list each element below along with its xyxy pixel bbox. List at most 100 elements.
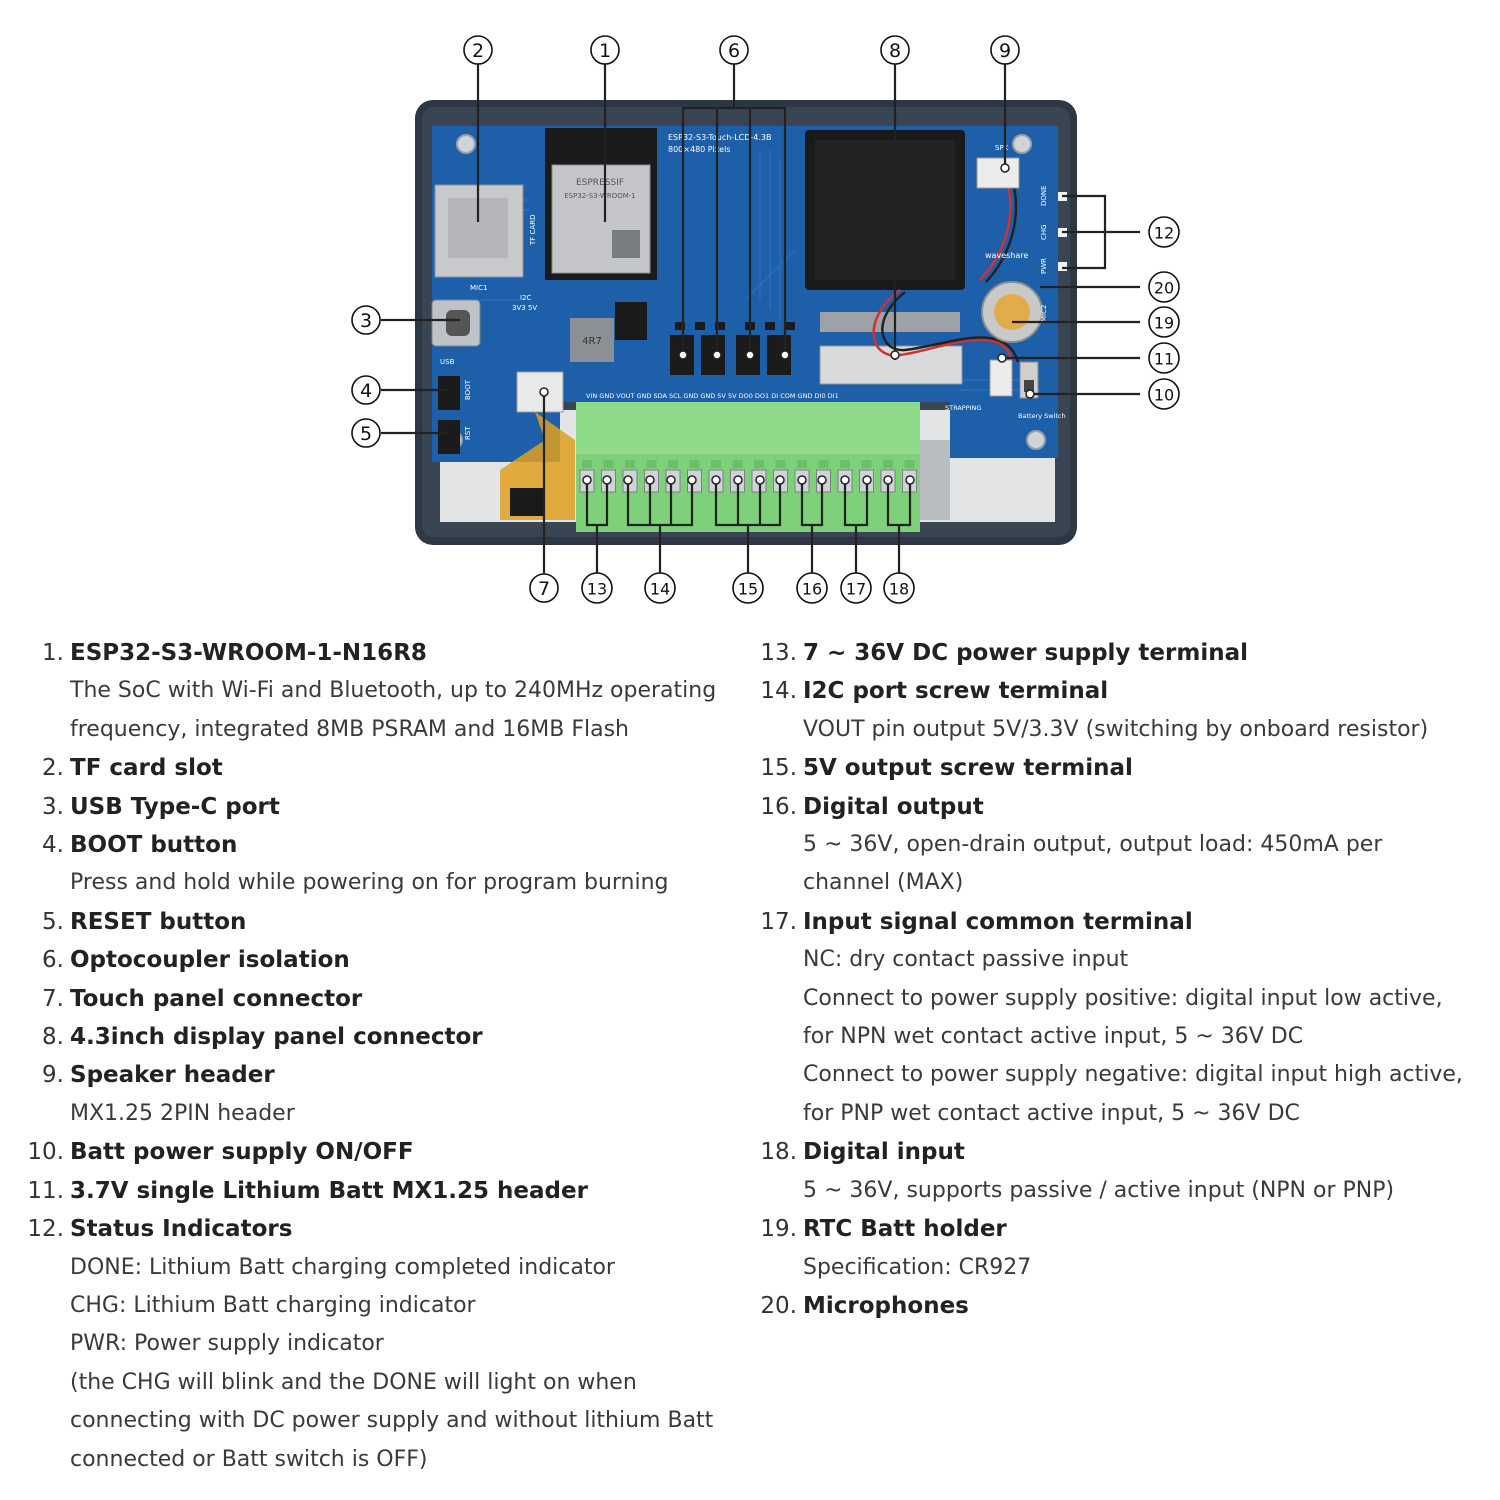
terminal-slot xyxy=(904,460,915,468)
svg-text:13: 13 xyxy=(587,580,607,599)
legend-item-title: ESP32-S3-WROOM-1-N16R8 xyxy=(70,640,427,666)
inductor-silk: 4R7 xyxy=(582,336,602,347)
legend-item: 15.5V output screw terminal xyxy=(755,749,1475,787)
callout-11: 11 xyxy=(1148,342,1180,374)
legend-item-description: DONE: Lithium Batt charging completed in… xyxy=(70,1254,615,1280)
terminal-slot xyxy=(797,460,807,468)
legend-item-description: (the CHG will blink and the DONE will li… xyxy=(70,1369,637,1395)
legend-item: 7.Touch panel connector xyxy=(22,980,747,1018)
boot-button xyxy=(438,376,460,410)
svg-text:20: 20 xyxy=(1154,279,1174,298)
callout-markers: 1 2 3 4 5 6 7 8 9 10 11 12 13 14 15 16 1… xyxy=(351,35,1180,604)
svg-text:18: 18 xyxy=(889,580,909,599)
legend-item-number: 11. xyxy=(27,1177,64,1204)
legend-item-number: 6. xyxy=(42,947,64,974)
svg-text:2: 2 xyxy=(472,40,484,62)
legend-item-title: BOOT button xyxy=(70,832,238,859)
display-connector xyxy=(819,345,963,385)
callout-1: 1 xyxy=(590,35,620,65)
pwr-silk: PWR xyxy=(1040,258,1048,274)
legend-item-number: 1. xyxy=(42,640,64,666)
svg-text:10: 10 xyxy=(1154,386,1174,405)
board-name-silk: ESP32-S3-Touch-LCD-4.3B xyxy=(668,133,772,142)
terminal-slot xyxy=(861,460,872,468)
svg-text:14: 14 xyxy=(650,580,670,599)
legend-item-description: Connect to power supply negative: digita… xyxy=(803,1062,1463,1088)
done-silk: DONE xyxy=(1040,185,1048,206)
legend-item-title: RESET button xyxy=(70,908,247,935)
legend-item-number: 13. xyxy=(760,640,797,666)
usb-silk: USB xyxy=(440,358,455,366)
callout-13: 13 xyxy=(581,572,613,604)
legend-item: 3.USB Type-C port xyxy=(22,788,747,826)
terminal-slot xyxy=(775,460,786,468)
legend-item: 5.RESET button xyxy=(22,903,747,941)
callout-3: 3 xyxy=(351,305,381,335)
legend-item: 13.7 ~ 36V DC power supply terminal xyxy=(755,634,1475,672)
tf-card-silk: TF CARD xyxy=(529,215,537,246)
legend-item-number: 20. xyxy=(760,1292,797,1319)
callout-17: 17 xyxy=(840,572,872,604)
esp32-model: ESP32-S3-WROOM-1 xyxy=(564,192,635,200)
spk-silk: SPK xyxy=(995,144,1009,152)
legend-item-number: 12. xyxy=(27,1216,64,1243)
battery-header xyxy=(989,359,1013,397)
touch-connector xyxy=(516,371,564,413)
resolution-silk: 800×480 Pixels xyxy=(668,145,730,154)
legend-item-title: 7 ~ 36V DC power supply terminal xyxy=(803,640,1248,666)
chg-silk: CHG xyxy=(1040,224,1048,240)
terminal-slot xyxy=(603,460,614,468)
legend-item-number: 9. xyxy=(42,1062,64,1089)
legend-item-description: MX1.25 2PIN header xyxy=(70,1100,295,1126)
legend-item-description: connecting with DC power supply and with… xyxy=(70,1408,714,1434)
inductor xyxy=(570,318,614,362)
svg-text:6: 6 xyxy=(728,40,740,62)
legend-item-title: RTC Batt holder xyxy=(803,1216,1007,1243)
legend-item-description: channel (MAX) xyxy=(803,870,964,896)
svg-text:11: 11 xyxy=(1154,350,1174,369)
terminal-slot xyxy=(711,460,721,468)
legend-item-number: 10. xyxy=(27,1139,64,1166)
legend-item-description: frequency, integrated 8MB PSRAM and 16MB… xyxy=(70,716,629,742)
reset-button xyxy=(438,420,460,454)
esp32-brand: ESPRESSIF xyxy=(576,178,624,188)
svg-text:4: 4 xyxy=(360,380,372,402)
legend-item: 8.4.3inch display panel connector xyxy=(22,1018,747,1056)
legend-item-number: 18. xyxy=(760,1139,797,1166)
callout-2: 2 xyxy=(463,35,493,65)
legend-item-description: The SoC with Wi-Fi and Bluetooth, up to … xyxy=(70,678,717,704)
legend-item-title: 5V output screw terminal xyxy=(803,755,1133,782)
boot-silk: BOOT xyxy=(464,379,472,400)
terminal-slot xyxy=(732,460,743,468)
svg-text:17: 17 xyxy=(846,580,866,599)
callout-10: 10 xyxy=(1148,378,1180,410)
callout-9: 9 xyxy=(990,35,1020,65)
legend-item-title: Optocoupler isolation xyxy=(70,947,350,974)
legend-item-title: Digital input xyxy=(803,1139,965,1166)
legend-item: 6.Optocoupler isolation xyxy=(22,941,747,979)
i2c-silk: I2C xyxy=(520,294,532,302)
terminal-slot xyxy=(840,460,850,468)
legend-item-title: Status Indicators xyxy=(70,1216,293,1243)
legend-item-number: 16. xyxy=(760,793,797,820)
legend-item-number: 2. xyxy=(42,755,64,782)
terminal-slot xyxy=(668,460,678,468)
callout-12: 12 xyxy=(1148,216,1180,248)
terminal-slot xyxy=(883,460,893,468)
legend-item-number: 19. xyxy=(760,1216,797,1243)
callout-20: 20 xyxy=(1148,271,1180,303)
callout-6: 6 xyxy=(719,35,749,65)
legend-item-description: Specification: CR927 xyxy=(803,1254,1032,1280)
speaker-header xyxy=(976,157,1020,189)
legend-item-title: Input signal common terminal xyxy=(803,908,1193,935)
svg-text:12: 12 xyxy=(1154,224,1174,243)
i2c-sel-silk: 3V3 5V xyxy=(512,304,537,312)
legend-item: 10.Batt power supply ON/OFF xyxy=(22,1133,747,1171)
callout-5: 5 xyxy=(351,418,381,448)
legend-item-description: CHG: Lithium Batt charging indicator xyxy=(70,1292,476,1318)
